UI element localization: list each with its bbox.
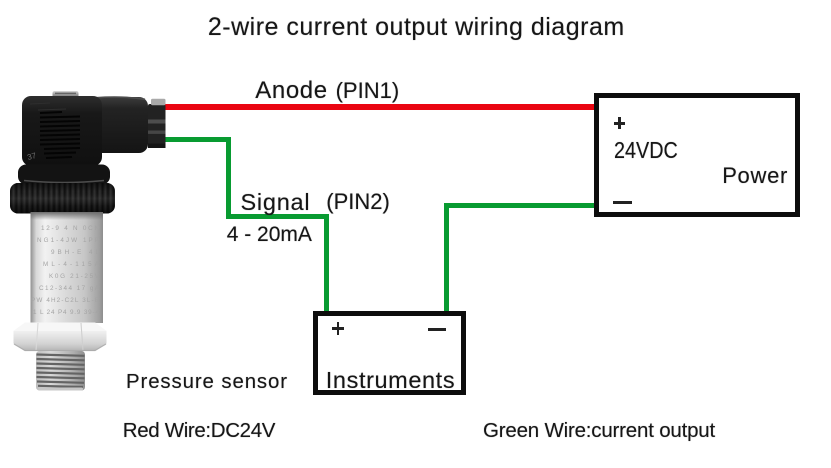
- svg-text:K0G 21-25V: K0G 21-25V: [49, 273, 100, 280]
- svg-text:ML-4-115A: ML-4-115A: [43, 261, 100, 268]
- svg-text:12-9 4 N 0CN: 12-9 4 N 0CN: [41, 225, 99, 232]
- svg-text:37: 37: [26, 151, 37, 162]
- svg-text:NG1-4JW 1PP: NG1-4JW 1PP: [37, 237, 99, 244]
- svg-text:C12-344 17 gA: C12-344 17 gA: [39, 285, 100, 292]
- svg-text:1 L 24 P4 9.9 39-4: 1 L 24 P4 9.9 39-4: [33, 309, 99, 316]
- svg-text:PW 4H2-C2L 3L-B: PW 4H2-C2L 3L-B: [31, 297, 99, 304]
